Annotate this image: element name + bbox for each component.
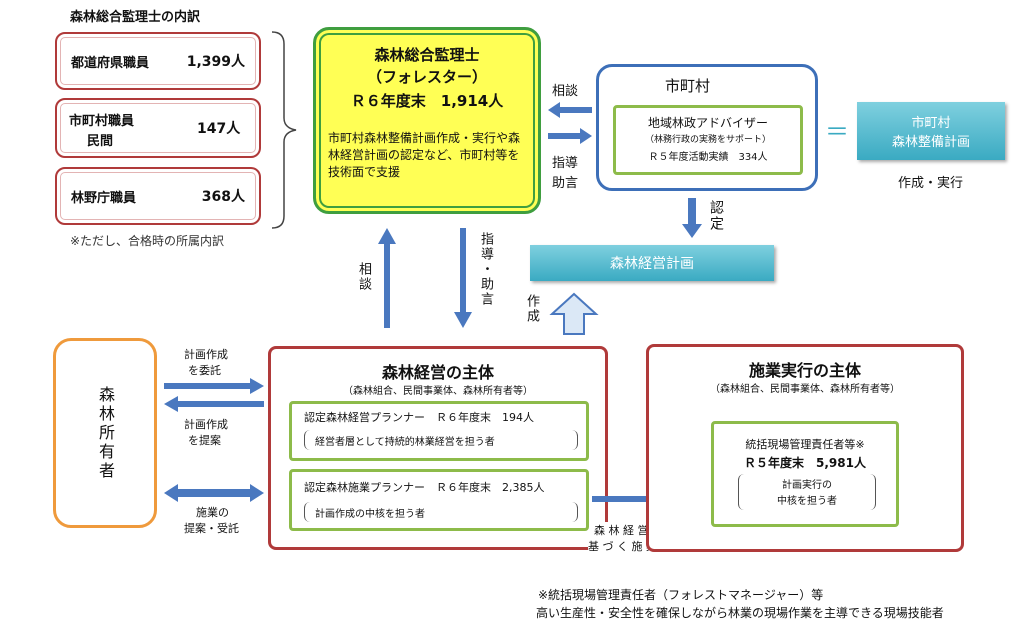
breakdown-sublabel: 民間 [87,134,114,149]
advisor-subtitle: （林務行政の実務をサポート） [644,135,771,145]
manager-box: 統括現場管理責任者等※ Ｒ５年度末 5,981人 計画実行の 中核を担う者 [711,421,899,527]
breakdown-label: 林野庁職員 [71,190,137,206]
arrow-right-commission-icon [164,378,264,394]
forester-title: 森林総合監理士 [374,46,480,64]
arrow-left-propose-icon [164,396,264,412]
forester-description: 市町村森林整備計画作成・実行や森林経営計画の認定など、市町村等を技術面で支援 [328,131,521,179]
advice-label: 助言 [552,176,579,191]
forest-plan-label: 森林経営計画 [610,256,694,272]
create-label: 作成 [524,294,539,324]
footnote-line2: 高い生産性・安全性を確保しながら林業の現場作業を主導できる現場技能者 [536,606,944,620]
work-label-1: 施業の [196,506,229,519]
execution-entity-subtitle: （森林組合、民間事業体、森林所有者等） [710,384,900,395]
breakdown-count: 368人 [201,189,245,205]
breakdown-label: 市町村職員 [69,114,135,129]
breakdown-item-prefecture: 都道府県職員 1,399人 [55,32,261,90]
propose-label-1: 計画作成 [184,418,228,431]
planner-practice-role-text: 計画作成の中核を担う者 [315,509,425,520]
city-plan-line2: 森林整備計画 [891,135,970,150]
consult-up-label: 相談 [356,262,371,292]
breakdown-label: 都道府県職員 [71,55,150,71]
double-arrow-icon [164,484,264,502]
commission-label-1: 計画作成 [184,348,228,361]
approve-label: 認定 [708,200,724,232]
planner-management-box: 認定森林経営プランナー Ｒ６年度末 194人 経営者層として持続的林業経営を担う… [289,401,589,461]
planner-practice-role: 計画作成の中核を担う者 [304,502,578,522]
advisor-title: 地域林政アドバイザー [647,116,768,130]
equals-icon: ＝ [825,118,849,146]
forester-subtitle: （フォレスター） [366,68,487,86]
forest-plan-bar: 森林経営計画 [530,245,774,281]
manager-role: 計画実行の 中核を担う者 [738,474,876,510]
manager-label: 統括現場管理責任者等※ [745,438,865,451]
guide-down-label: 指導・助言 [478,232,493,307]
breakdown-count: 147人 [197,121,241,137]
planner-practice-box: 認定森林施業プランナー Ｒ６年度末 2,385人 計画作成の中核を担う者 [289,469,589,531]
planner-management-role: 経営者層として持続的林業経営を担う者 [304,430,578,450]
arrow-left-icon [548,102,592,118]
management-entity-title: 森林経営の主体 [381,363,494,382]
brace-icon [271,31,297,229]
planner-management-label: 認定森林経営プランナー Ｒ６年度末 194人 [304,411,534,424]
city-title: 市町村 [665,77,711,95]
guide-label: 指導 [552,156,579,171]
arrow-down-guide-icon [454,228,472,328]
forest-owner-box: 森林所有者 [53,338,157,528]
management-entity-subtitle: （森林組合、民間事業体、森林所有者等） [343,386,533,397]
hollow-up-arrow-icon [549,292,599,335]
work-label-2: 提案・受託 [184,522,239,535]
footnote-line1: ※統括現場管理責任者（フォレストマネージャー）等 [538,588,824,602]
forester-count: Ｒ６年度末 1,914人 [350,92,504,110]
arrow-right-icon [548,128,592,144]
breakdown-item-forestry-agency: 林野庁職員 368人 [55,167,261,225]
advisor-box: 地域林政アドバイザー （林務行政の実務をサポート） Ｒ５年度活動実績 334人 [613,105,803,175]
arrow-up-icon [378,228,396,328]
breakdown-count: 1,399人 [186,54,245,70]
commission-label-2: を委託 [188,364,221,377]
breakdown-item-municipal: 市町村職員 民間 147人 [55,98,261,158]
consult-label: 相談 [552,84,579,99]
arrow-down-icon [682,198,702,238]
planner-management-role-text: 経営者層として持続的林業経営を担う者 [315,437,495,448]
forester-box: 森林総合監理士 （フォレスター） Ｒ６年度末 1,914人 市町村森林整備計画作… [313,27,541,214]
manager-role-2: 中核を担う者 [777,496,837,507]
propose-label-2: を提案 [188,434,221,447]
advisor-count: Ｒ５年度活動実績 334人 [648,152,768,163]
city-plan-box: 市町村 森林整備計画 [857,102,1005,160]
manager-role-1: 計画実行の [782,480,832,491]
breakdown-note: ※ただし、合格時の所属内訳 [70,234,225,248]
execution-entity-title: 施業実行の主体 [748,361,861,380]
execution-entity-box: 施業実行の主体 （森林組合、民間事業体、森林所有者等） 統括現場管理責任者等※ … [646,344,964,552]
planner-practice-label: 認定森林施業プランナー Ｒ６年度末 2,385人 [304,481,545,494]
management-entity-box: 森林経営の主体 （森林組合、民間事業体、森林所有者等） 認定森林経営プランナー … [268,346,608,550]
manager-count: Ｒ５年度末 5,981人 [744,456,866,470]
city-plan-line1: 市町村 [911,116,951,131]
city-plan-caption: 作成・実行 [898,176,964,191]
city-box: 市町村 地域林政アドバイザー （林務行政の実務をサポート） Ｒ５年度活動実績 3… [596,64,818,191]
breakdown-title: 森林総合監理士の内訳 [70,10,201,25]
forest-owner-label: 森林所有者 [96,385,115,481]
